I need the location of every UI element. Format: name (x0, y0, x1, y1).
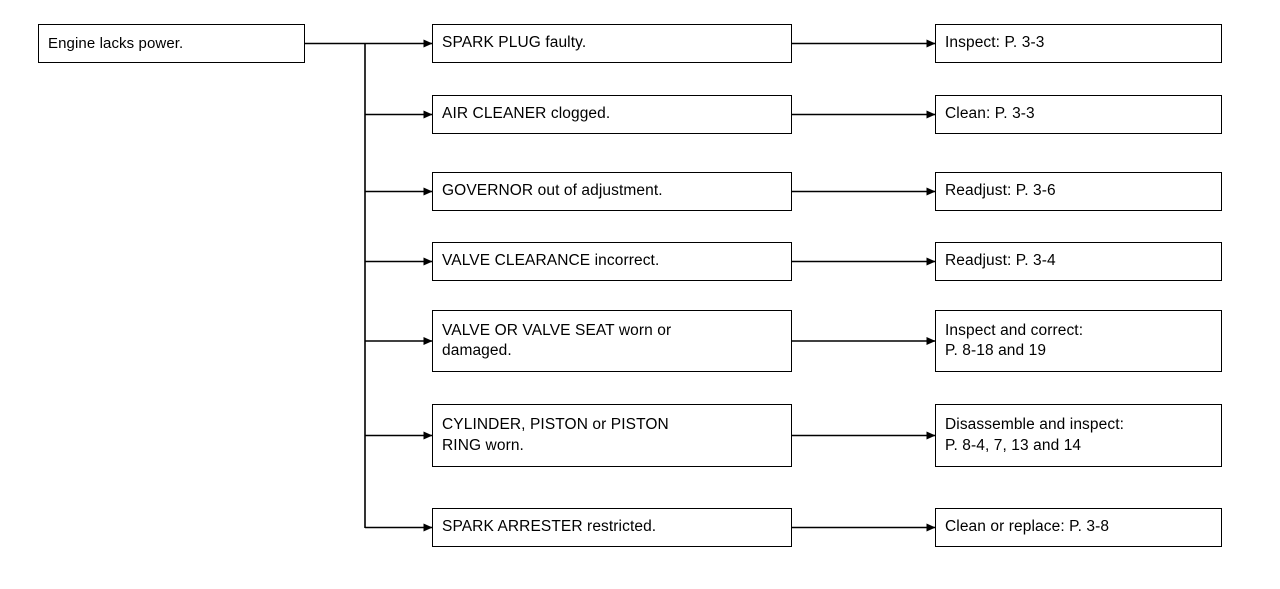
cause-box-4: VALVE CLEARANCE incorrect. (432, 242, 792, 281)
cause-box-3: GOVERNOR out of adjustment. (432, 172, 792, 211)
cause-box-6: CYLINDER, PISTON or PISTON RING worn. (432, 404, 792, 467)
action-box-1: Inspect: P. 3-3 (935, 24, 1222, 63)
cause-box-1-label: SPARK PLUG faulty. (442, 34, 587, 52)
action-box-6-label: Disassemble and inspect: P. 8-4, 7, 13 a… (945, 416, 1125, 454)
cause-box-7: SPARK ARRESTER restricted. (432, 508, 792, 547)
action-box-7: Clean or replace: P. 3-8 (935, 508, 1222, 547)
action-box-6: Disassemble and inspect: P. 8-4, 7, 13 a… (935, 404, 1222, 467)
cause-box-4-label: VALVE CLEARANCE incorrect. (442, 252, 660, 270)
action-box-4-label: Readjust: P. 3-4 (945, 252, 1056, 270)
cause-box-3-label: GOVERNOR out of adjustment. (442, 182, 663, 200)
action-box-5-label: Inspect and correct: P. 8-18 and 19 (945, 321, 1084, 359)
root-symptom-box-label: Engine lacks power. (48, 34, 184, 52)
cause-box-1: SPARK PLUG faulty. (432, 24, 792, 63)
cause-box-2-label: AIR CLEANER clogged. (442, 105, 611, 123)
action-box-3: Readjust: P. 3-6 (935, 172, 1222, 211)
cause-box-6-label: CYLINDER, PISTON or PISTON RING worn. (442, 416, 669, 454)
root-symptom-box: Engine lacks power. (38, 24, 305, 63)
cause-box-5-label: VALVE OR VALVE SEAT worn or damaged. (442, 321, 672, 359)
action-box-2-label: Clean: P. 3-3 (945, 105, 1035, 123)
action-box-2: Clean: P. 3-3 (935, 95, 1222, 134)
action-box-3-label: Readjust: P. 3-6 (945, 182, 1056, 200)
action-box-7-label: Clean or replace: P. 3-8 (945, 518, 1110, 536)
action-box-5: Inspect and correct: P. 8-18 and 19 (935, 310, 1222, 372)
action-box-4: Readjust: P. 3-4 (935, 242, 1222, 281)
cause-box-5: VALVE OR VALVE SEAT worn or damaged. (432, 310, 792, 372)
cause-box-2: AIR CLEANER clogged. (432, 95, 792, 134)
action-box-1-label: Inspect: P. 3-3 (945, 34, 1045, 52)
cause-box-7-label: SPARK ARRESTER restricted. (442, 518, 657, 536)
